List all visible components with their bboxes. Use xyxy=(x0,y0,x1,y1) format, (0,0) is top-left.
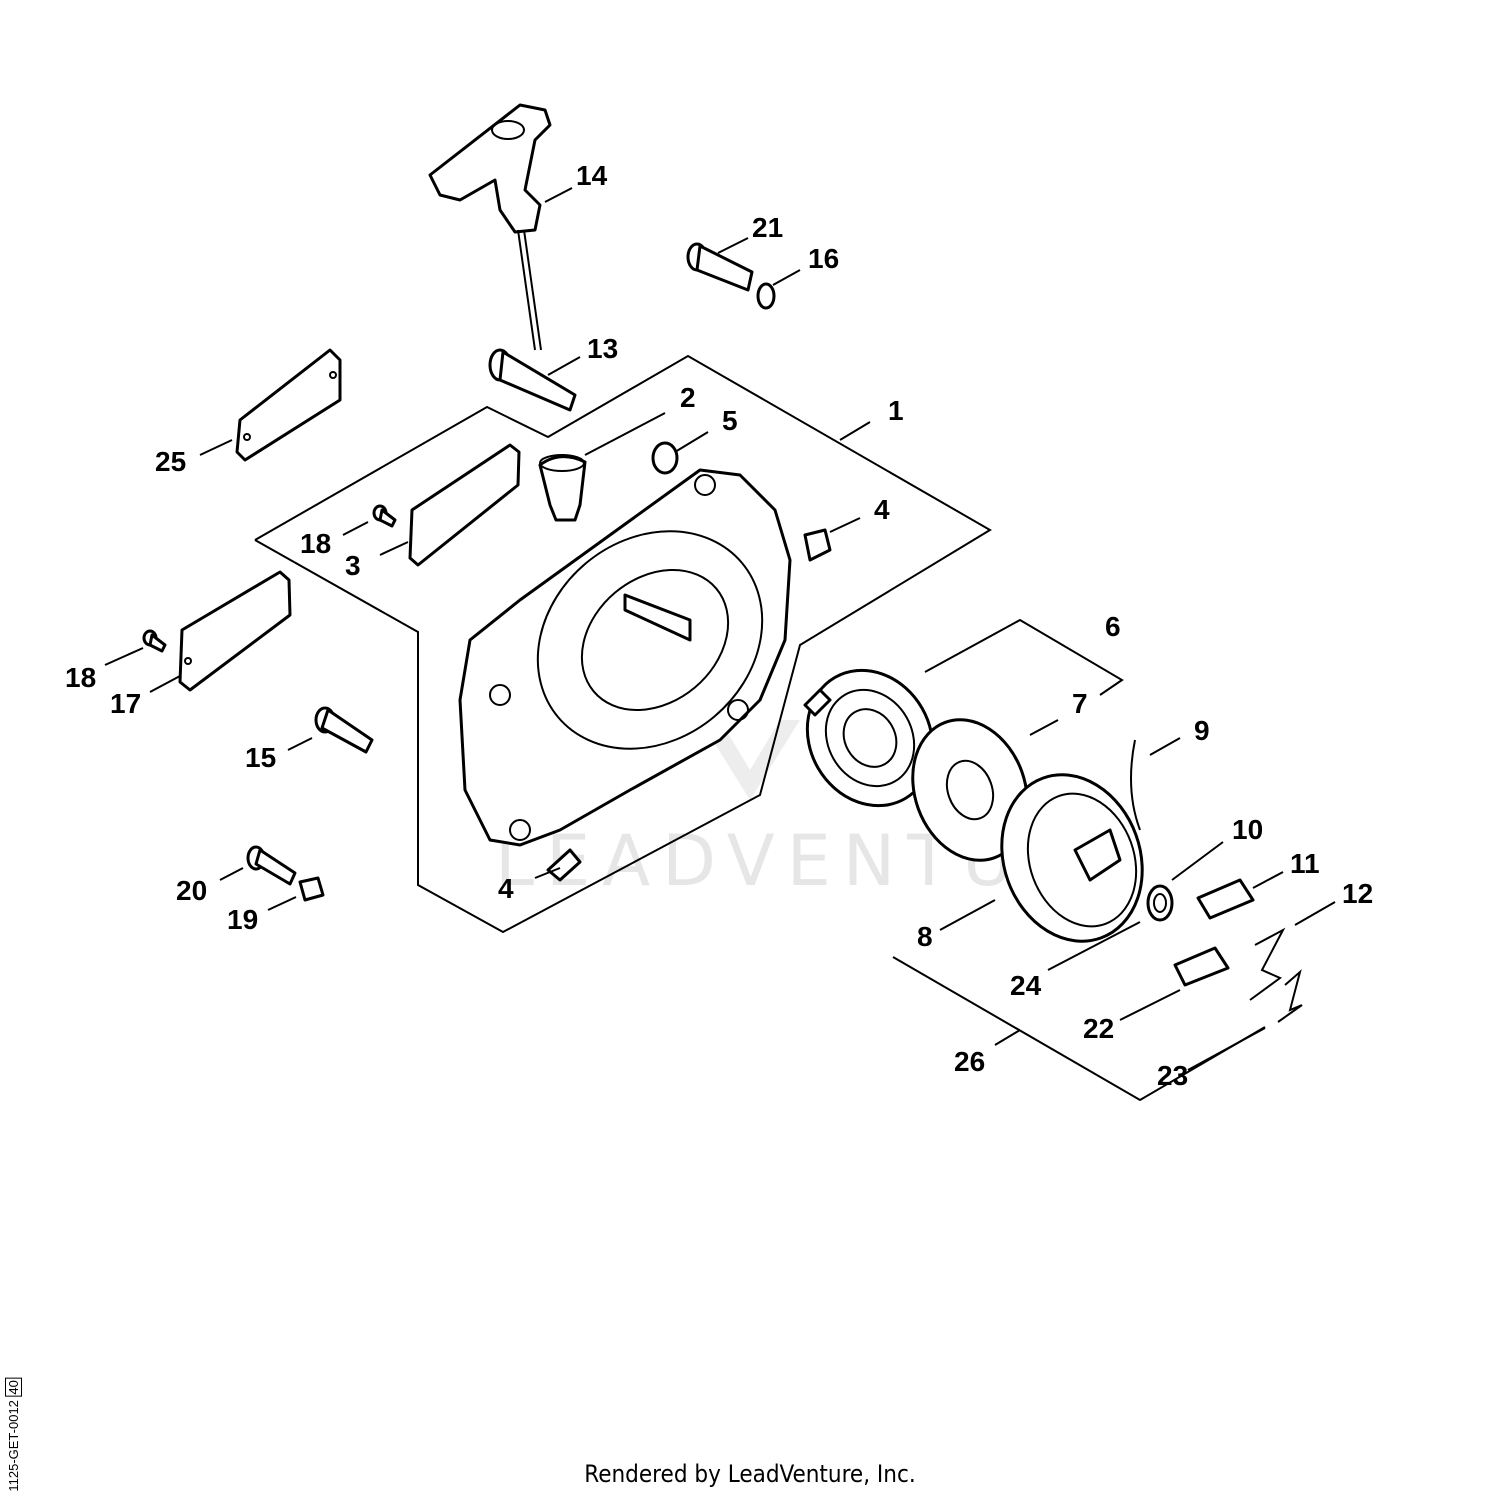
callout-4: 4 xyxy=(498,873,514,904)
callout-21: 21 xyxy=(752,212,783,243)
rope-part-9 xyxy=(1130,739,1141,831)
screw-part-18 xyxy=(142,504,397,653)
document-page-number: 40 xyxy=(5,1378,22,1397)
callouts: 1 2 3 4 4 5 6 7 8 9 10 11 12 13 14 15 16… xyxy=(65,160,1373,1091)
leader-lines xyxy=(104,187,1336,1071)
callout-18: 18 xyxy=(300,528,331,559)
callout-10: 10 xyxy=(1232,814,1263,845)
sleeve-part-4 xyxy=(546,528,832,882)
callout-1: 1 xyxy=(888,395,904,426)
callout-24: 24 xyxy=(1010,970,1042,1001)
fan-housing-part-1 xyxy=(458,468,792,847)
bolt-part-13 xyxy=(488,348,577,412)
pawl-part-11 xyxy=(1173,878,1255,987)
callout-18: 18 xyxy=(65,662,96,693)
callout-5: 5 xyxy=(722,405,738,436)
callout-26: 26 xyxy=(954,1046,985,1077)
washer-plate-part-7 xyxy=(911,718,1029,862)
bolt-part-20 xyxy=(246,845,325,902)
callout-22: 22 xyxy=(1083,1013,1114,1044)
sleeve-part-5 xyxy=(651,441,679,475)
callout-19: 19 xyxy=(227,904,258,935)
callout-4: 4 xyxy=(874,494,890,525)
plate-part-3 xyxy=(408,443,521,567)
callout-8: 8 xyxy=(917,921,933,952)
starter-grip-part xyxy=(428,103,552,351)
callout-6: 6 xyxy=(1105,611,1121,642)
callout-14: 14 xyxy=(576,160,608,191)
callout-15: 15 xyxy=(245,742,276,773)
callout-25: 25 xyxy=(155,446,186,477)
rope-rotor-part-8 xyxy=(1000,773,1144,943)
callout-3: 3 xyxy=(345,550,361,581)
callout-23: 23 xyxy=(1157,1060,1188,1091)
callout-11: 11 xyxy=(1290,848,1320,879)
bushing-part-2 xyxy=(538,454,587,522)
callout-12: 12 xyxy=(1342,878,1373,909)
bolt-part-15 xyxy=(314,706,374,754)
washer-part-10 xyxy=(1146,884,1174,922)
rewind-spring-part-6 xyxy=(803,668,935,808)
callout-17: 17 xyxy=(110,688,141,719)
plate-part-25 xyxy=(235,348,342,462)
callout-7: 7 xyxy=(1072,688,1088,719)
bolt-part xyxy=(686,242,776,310)
assembly-brackets xyxy=(254,354,1266,1102)
callout-9: 9 xyxy=(1194,715,1210,746)
spring-part-12 xyxy=(1249,927,1303,1023)
callout-20: 20 xyxy=(176,875,207,906)
callout-16: 16 xyxy=(808,243,839,274)
callout-13: 13 xyxy=(587,333,618,364)
rendered-by-footer: Rendered by LeadVenture, Inc. xyxy=(584,1460,916,1488)
plate-part-17 xyxy=(178,570,292,692)
callout-2: 2 xyxy=(680,382,696,413)
